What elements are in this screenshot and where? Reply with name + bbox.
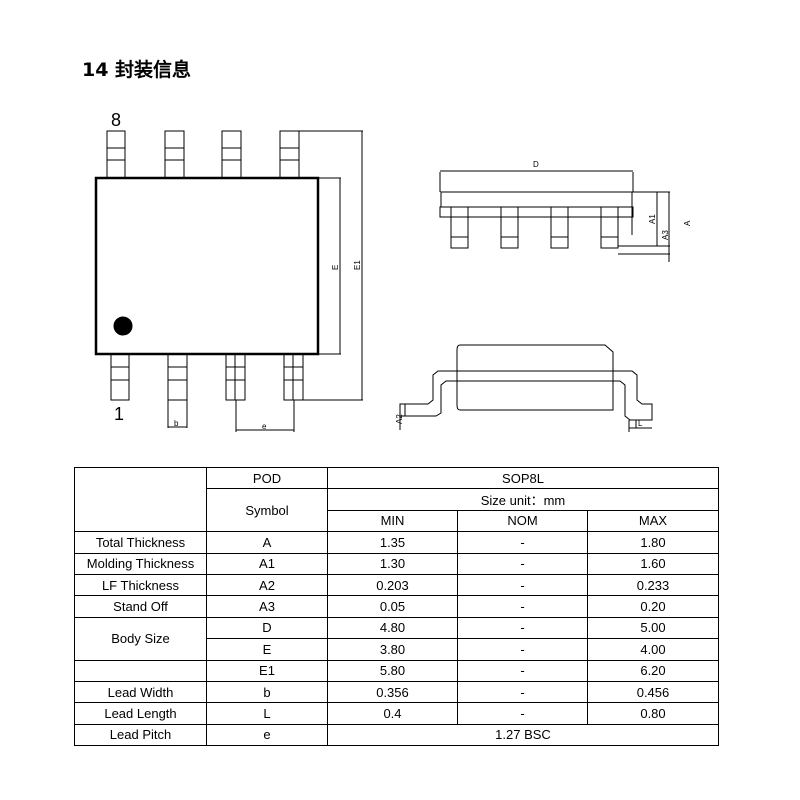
row-nom: - [457,680,588,704]
top-view [94,130,363,432]
row-max: 5.00 [587,616,719,640]
row-name: Lead Width [74,680,207,704]
row-min: 1.30 [327,552,458,575]
row-name: Total Thickness [74,531,207,554]
row-symbol: A [206,531,328,554]
dim-L-label: L [638,419,643,428]
row-min: 0.203 [327,573,458,597]
row-min: 5.80 [327,659,458,682]
lead-profile-view [399,344,653,432]
min-header: MIN [327,509,458,533]
row-nom: - [457,552,588,575]
side-view [439,170,670,262]
row-min: 3.80 [327,638,458,661]
row-min: 4.80 [327,616,458,640]
row-symbol: L [206,702,328,725]
row-max: 1.60 [587,552,719,575]
dim-E1-label: E1 [353,260,362,270]
dim-b-label: b [174,419,179,428]
pod-label: POD [206,466,328,490]
package-drawing: 8 1 D E E1 A1 A3 A A2 b e L [94,110,692,432]
row-nom: - [457,616,588,640]
dim-A-label: A [683,220,692,226]
dim-A3-label: A3 [661,230,670,240]
dim-E-label: E [331,265,340,270]
pod-value: SOP8L [327,466,719,490]
row-nom: - [457,659,588,682]
row-symbol: b [206,680,328,704]
row-symbol: D [206,616,328,640]
row-max: 1.80 [587,531,719,554]
row-nom: - [457,595,588,618]
row-name [74,659,207,682]
row-min: 0.05 [327,595,458,618]
row-max: 6.20 [587,659,719,682]
pin-8-label: 8 [111,110,121,130]
row-symbol: e [206,723,328,747]
row-symbol: E1 [206,659,328,682]
row-symbol: A2 [206,573,328,597]
row-max: 4.00 [587,638,719,661]
pin-1-label: 1 [114,404,124,424]
row-min: 0.4 [327,702,458,725]
row-name: Molding Thickness [74,552,207,575]
pin1-marker [113,316,133,336]
row-max: 0.80 [587,702,719,725]
dim-e-label: e [262,422,267,431]
row-name: Lead Length [74,702,207,725]
row-min: 1.35 [327,531,458,554]
dim-D-label: D [533,160,539,169]
row-name: Body Size [74,616,207,661]
section-title: 14 封装信息 [82,59,192,81]
row-max: 0.20 [587,595,719,618]
row-min: 0.356 [327,680,458,704]
row-name: LF Thickness [74,573,207,597]
row-nom: - [457,573,588,597]
row-max: 0.233 [587,573,719,597]
row-nom: - [457,638,588,661]
dim-A2-label: A2 [395,414,404,424]
row-max: 0.456 [587,680,719,704]
row-name: Lead Pitch [74,723,207,747]
top-pins [106,130,300,179]
row-nom: - [457,531,588,554]
bottom-pins [110,353,304,401]
row-symbol: A3 [206,595,328,618]
row-value: 1.27 BSC [327,723,719,747]
row-symbol: A1 [206,552,328,575]
dim-A1-label: A1 [648,214,657,224]
row-name: Stand Off [74,595,207,618]
max-header: MAX [587,509,719,533]
row-symbol: E [206,638,328,661]
nom-header: NOM [457,509,588,533]
row-nom: - [457,702,588,725]
symbol-header: Symbol [206,488,328,533]
unit-header: Size unit：mm [327,488,719,511]
